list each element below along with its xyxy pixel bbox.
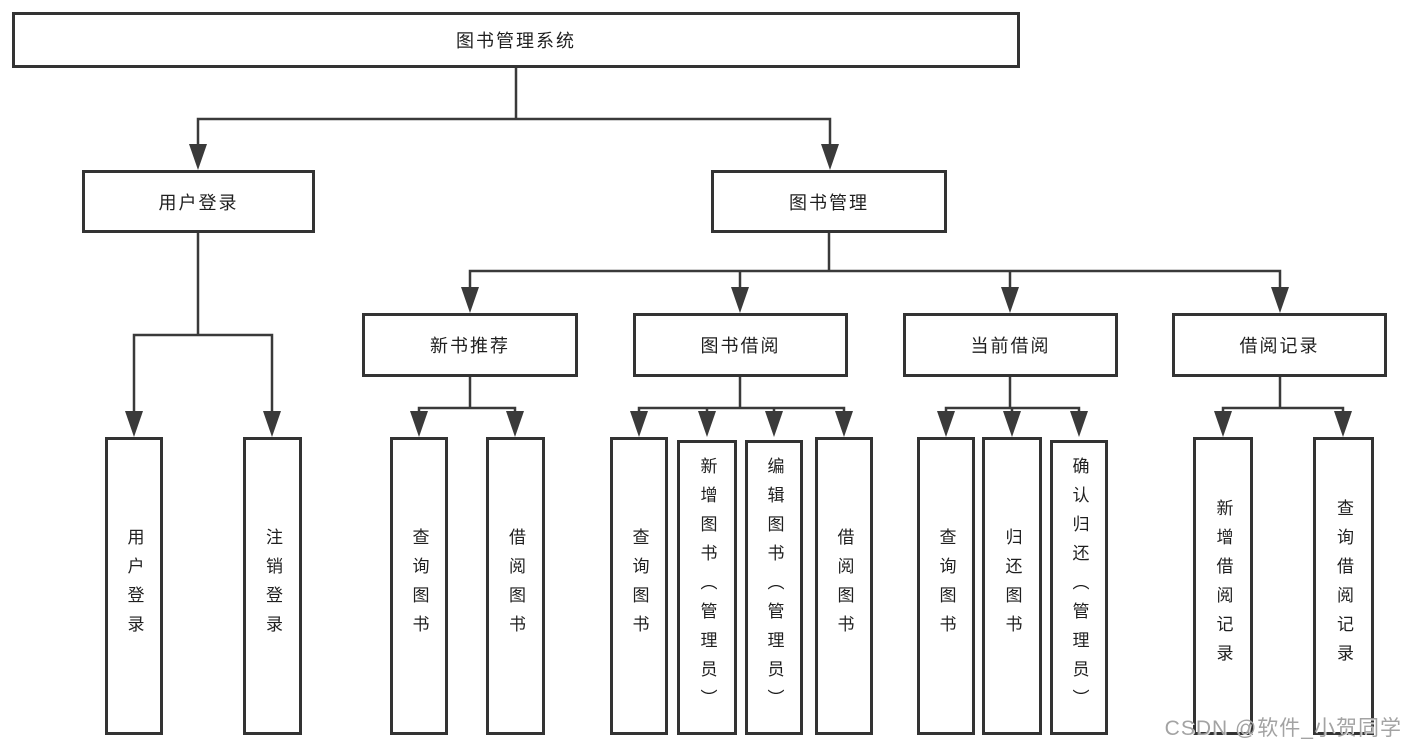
node-user-login-label: 用户登录 bbox=[158, 192, 239, 213]
node-book-borrowing-label: 图书借阅 bbox=[700, 336, 781, 356]
leaf-query-books-borrowing: 查询图书 bbox=[610, 437, 668, 735]
leaf-logout: 注销登录 bbox=[243, 437, 302, 735]
connector-borrowing-leaves bbox=[637, 375, 846, 421]
node-current-borrowing-label: 当前借阅 bbox=[970, 336, 1051, 356]
leaf-query-books-current-label: 查询图书 bbox=[936, 528, 956, 644]
connector-bookmgmt-level3 bbox=[468, 231, 1282, 295]
node-book-management-label: 图书管理 bbox=[789, 192, 869, 213]
leaf-return-books: 归还图书 bbox=[982, 437, 1042, 735]
connector-userlogin-leaves bbox=[132, 231, 274, 417]
node-borrow-records: 借阅记录 bbox=[1172, 313, 1387, 377]
leaf-query-books-recommend: 查询图书 bbox=[390, 437, 448, 735]
node-current-borrowing: 当前借阅 bbox=[903, 313, 1118, 377]
csdn-watermark: CSDN @软件_小贺同学 bbox=[1164, 717, 1402, 740]
node-root: 图书管理系统 bbox=[12, 12, 1020, 68]
node-user-login: 用户登录 bbox=[82, 170, 315, 233]
connector-newbook-leaves bbox=[417, 375, 517, 421]
leaf-return-books-label: 归还图书 bbox=[1002, 528, 1022, 644]
leaf-add-book-admin: 新增图书（管理员） bbox=[677, 440, 737, 735]
leaf-borrow-books-recommend-label: 借阅图书 bbox=[506, 528, 525, 644]
leaf-borrow-books-recommend: 借阅图书 bbox=[486, 437, 545, 735]
leaf-add-borrow-record-label: 新增借阅记录 bbox=[1213, 499, 1233, 673]
leaf-query-borrow-record: 查询借阅记录 bbox=[1313, 437, 1374, 735]
connector-records-leaves bbox=[1221, 375, 1345, 421]
leaf-edit-book-admin: 编辑图书（管理员） bbox=[745, 440, 803, 735]
leaf-add-book-admin-label: 新增图书（管理员） bbox=[697, 457, 717, 718]
node-book-borrowing: 图书借阅 bbox=[633, 313, 848, 377]
leaf-borrow-books-borrowing-label: 借阅图书 bbox=[834, 528, 854, 644]
connector-root-level2 bbox=[196, 66, 832, 152]
leaf-query-books-recommend-label: 查询图书 bbox=[409, 528, 429, 644]
leaf-user-login-label: 用户登录 bbox=[124, 528, 144, 644]
leaf-query-books-borrowing-label: 查询图书 bbox=[629, 528, 649, 644]
leaf-borrow-books-borrowing: 借阅图书 bbox=[815, 437, 873, 735]
leaf-add-borrow-record: 新增借阅记录 bbox=[1193, 437, 1253, 735]
leaf-query-borrow-record-label: 查询借阅记录 bbox=[1334, 499, 1353, 673]
leaf-query-books-current: 查询图书 bbox=[917, 437, 975, 735]
node-book-management: 图书管理 bbox=[711, 170, 947, 233]
node-new-book-recommend-label: 新书推荐 bbox=[430, 336, 510, 356]
leaf-logout-label: 注销登录 bbox=[263, 528, 282, 644]
node-new-book-recommend: 新书推荐 bbox=[362, 313, 578, 377]
node-borrow-records-label: 借阅记录 bbox=[1239, 336, 1320, 356]
leaf-user-login: 用户登录 bbox=[105, 437, 163, 735]
leaf-confirm-return-admin: 确认归还（管理员） bbox=[1050, 440, 1108, 735]
leaf-edit-book-admin-label: 编辑图书（管理员） bbox=[764, 457, 784, 718]
node-root-label: 图书管理系统 bbox=[456, 31, 576, 51]
leaf-confirm-return-admin-label: 确认归还（管理员） bbox=[1069, 457, 1089, 718]
